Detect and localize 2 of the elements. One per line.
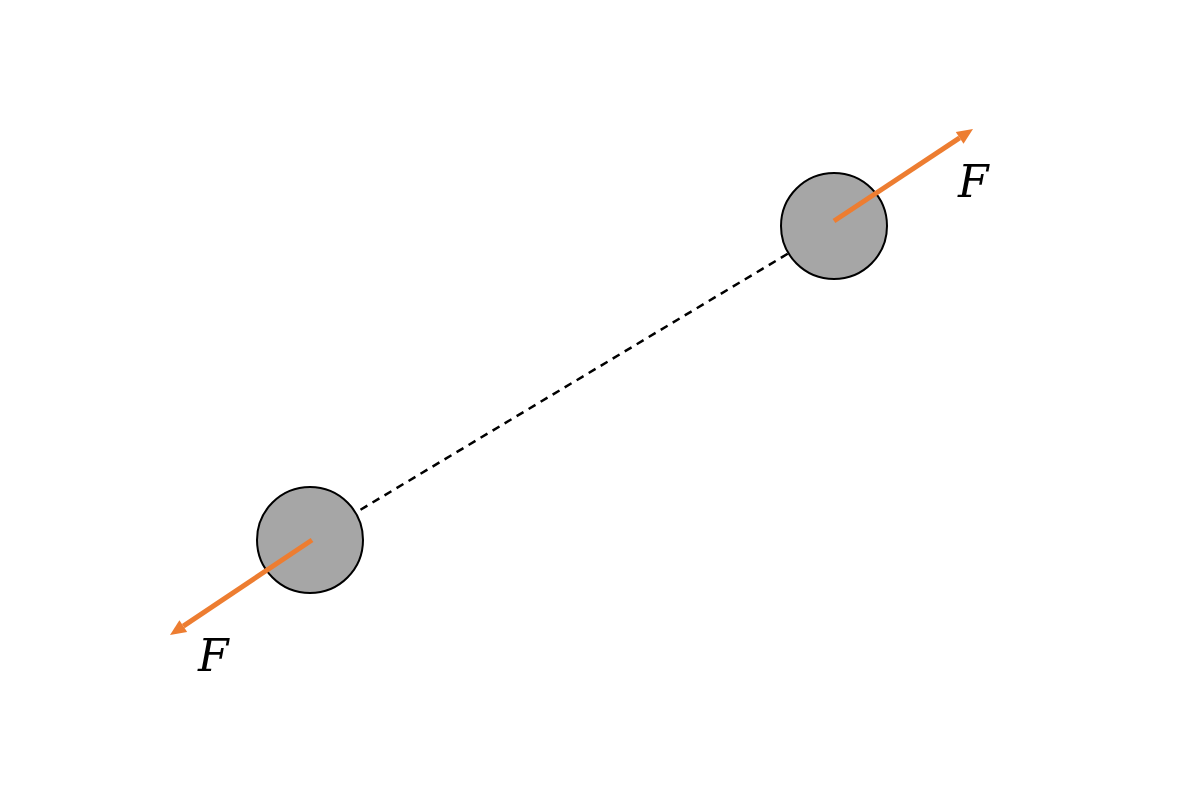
force-label: F <box>198 634 229 678</box>
force-label: F <box>958 160 989 204</box>
